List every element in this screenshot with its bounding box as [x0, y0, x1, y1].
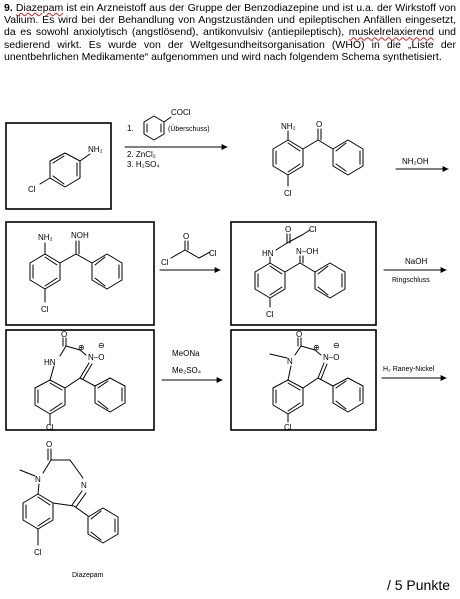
atom-n: N — [35, 475, 41, 484]
step1-reagent-3: 3. H₂SO₄ — [127, 160, 160, 169]
product-name-diazepam: Diazepam — [72, 572, 104, 579]
atom-minus: ⊖ — [333, 341, 340, 350]
structure-diazepam: Cl N O N — [19, 440, 119, 557]
term-muskelrelaxierend: muskelrelaxierend — [348, 26, 434, 39]
atom-hn: HN — [44, 358, 56, 367]
question-text-mid: ist ein Arzneistoff aus der Gruppe der B… — [4, 2, 456, 39]
atom-o: O — [285, 225, 291, 234]
step5-reagent-1: MeONa — [172, 349, 200, 358]
atom-cl: Cl — [46, 423, 54, 432]
atom-cl: Cl — [41, 305, 49, 314]
atom-cl: Cl — [309, 225, 317, 234]
structure-chloroacetamide-oxime: HN O Cl Cl N–OH — [254, 225, 346, 319]
box-chloroacetamide — [230, 221, 377, 326]
structure-oxime: NH₂ Cl NOH — [29, 231, 123, 314]
atom-plus: ⊕ — [78, 343, 85, 352]
question-text: 9. Diazepam ist ein Arzneistoff aus der … — [4, 2, 456, 63]
step1-reagent-1: 1. — [127, 124, 134, 133]
step2: NH₂OH — [395, 157, 449, 172]
atom-o: O — [296, 330, 302, 339]
step6-reagent: H₂ Raney-Nickel — [383, 366, 435, 373]
step3-reagent-cl1: Cl — [161, 258, 169, 267]
box-n-oxide — [5, 329, 155, 431]
step4-note: Ringschluss — [392, 277, 430, 284]
step4: NaOH Ringschluss — [383, 257, 447, 284]
atom-nh2: NH₂ — [38, 233, 53, 242]
step1-reagents: 1. COCl (Überschuss) 2. ZnCl₂ 3. H₂SO₄ — [124, 108, 228, 169]
step5-reagent-2: Me₂SO₄ — [172, 366, 201, 375]
step3-reagent-cl2: Cl — [209, 249, 217, 258]
atom-n: N — [287, 357, 293, 366]
box-oxime — [5, 221, 155, 326]
step1-reagent-note: (Überschuss) — [168, 125, 210, 133]
atom-cl: Cl — [34, 548, 42, 557]
step5: MeONa Me₂SO₄ — [161, 349, 223, 383]
structure-n-oxide: Cl HN O ⊕ N–O ⊖ — [34, 330, 126, 432]
question-text-post: und sedierend wirkt. Es wurde von der We… — [4, 26, 456, 63]
atom-n-ominus: N–O — [88, 353, 104, 362]
atom-n-oh: N–OH — [296, 247, 318, 256]
structure-2-amino-5-chlorobenzophenone: NH₂ Cl O — [272, 120, 364, 198]
points-label: / 5 Punkte — [386, 577, 450, 593]
atom-cl: Cl — [284, 423, 292, 432]
atom-o: O — [46, 440, 52, 449]
atom-plus: ⊕ — [313, 343, 320, 352]
atom-hn: HN — [262, 249, 274, 258]
step6: H₂ Raney-Nickel — [381, 366, 447, 381]
atom-minus: ⊖ — [98, 341, 105, 350]
atom-cl: Cl — [284, 189, 292, 198]
box-4-chloroaniline — [5, 122, 112, 210]
step3: O Cl Cl — [159, 232, 221, 273]
atom-n-ominus: N–O — [323, 353, 339, 362]
atom-noh: NOH — [71, 231, 89, 240]
atom-o: O — [61, 330, 67, 339]
atom-nh2: NH₂ — [88, 145, 103, 154]
step1-reagent-group: COCl — [171, 108, 191, 117]
term-diazepam: Diazepam — [15, 2, 64, 14]
structure-n-methyl-n-oxide: Cl N O ⊕ N–O ⊖ — [269, 330, 364, 432]
question-number: 9. — [4, 2, 13, 14]
box-n-methyl-n-oxide — [230, 329, 377, 431]
step4-reagent: NaOH — [405, 257, 427, 266]
structure-4-chloroaniline: NH₂ Cl — [28, 145, 103, 194]
step1-reagent-2: 2. ZnCl₂ — [127, 150, 156, 159]
atom-o: O — [316, 120, 322, 129]
atom-cl: Cl — [28, 185, 36, 194]
atom-n: N — [81, 481, 87, 490]
step2-reagent: NH₂OH — [402, 157, 429, 166]
atom-cl: Cl — [266, 310, 274, 319]
atom-nh2: NH₂ — [281, 122, 296, 131]
step3-reagent-o: O — [183, 232, 189, 241]
